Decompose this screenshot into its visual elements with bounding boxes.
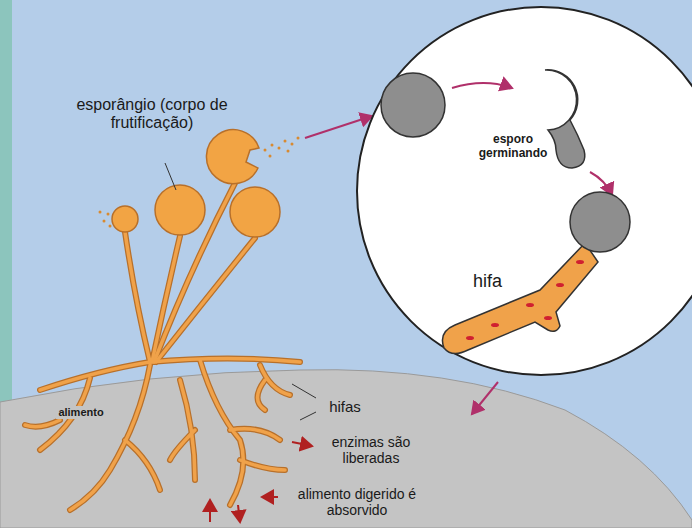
label-wrap: enzimas são liberadas [316, 434, 426, 467]
leader-line [165, 163, 176, 190]
pointer-arrow [472, 382, 498, 414]
part-label: hifas [327, 398, 363, 415]
part-label: hifa [473, 271, 523, 292]
label-wrap: alimento digerido é absorvido [282, 486, 432, 519]
label-wrap: alimento [46, 402, 116, 420]
process-label: enzimas são liberadas [316, 434, 426, 466]
label-wrap: esporângio (corpo de frutificação) [62, 96, 242, 133]
part-label: esporângio (corpo de frutificação) [62, 96, 242, 133]
text-wrap: esporo germinando [465, 133, 561, 161]
inset-drawing [355, 5, 692, 377]
sporangia [112, 130, 280, 237]
text-wrap: hifa [473, 271, 523, 292]
bracket-lines [292, 384, 316, 420]
inset-circle: esporo germinando hifa [355, 5, 692, 377]
stage-label: esporo germinando [465, 133, 561, 161]
process-label: alimento digerido é absorvido [282, 486, 432, 518]
food-mound [0, 370, 692, 528]
spores [99, 137, 300, 228]
label-wrap: hifas [320, 398, 370, 416]
hyphae [25, 183, 300, 510]
part-label: alimento [56, 406, 105, 419]
pointer-arrow [305, 116, 372, 138]
